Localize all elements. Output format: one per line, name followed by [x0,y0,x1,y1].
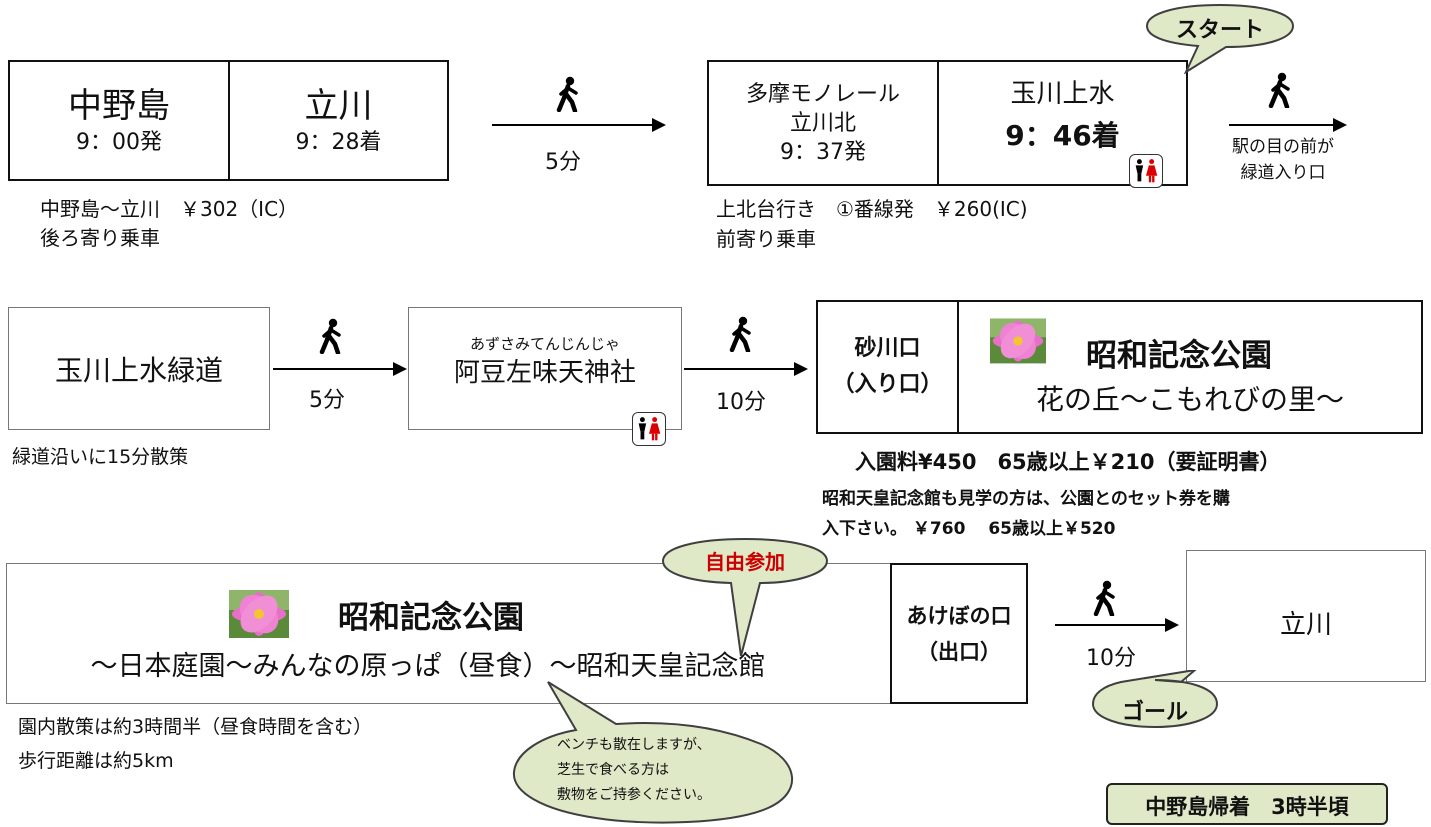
free-participation-label: 自由参加 [705,550,785,574]
greenway-note: 緑道沿いに15分散策 [12,446,189,468]
arrival-time: 9：46着 [1005,119,1120,152]
walking-person-icon [316,318,346,354]
set-ticket-note: 昭和天皇記念館も見学の方は、公園とのセット券を購 入下さい。 ￥760 65歳以… [822,484,1230,544]
line-name: 多摩モノレール [745,81,900,107]
return-time-box [1106,783,1388,825]
station-cell-tachikawa: 立川 9：28着 [230,62,447,179]
walk-distance-note: 歩行距離は約5km [18,750,174,772]
admission-fee: 入園料¥450 65歳以上￥210（要証明書） [855,450,1281,474]
gate-name: 砂川口 [854,336,921,361]
walk-duration: 10分 [1086,646,1136,671]
walk-duration: 5分 [545,150,581,175]
arrow-line [273,368,395,370]
akebono-exit-box [890,563,1028,704]
goal-label: ゴール [1121,700,1188,725]
exit-note: 駅の目の前が 緑道入り口 [1208,134,1358,186]
station-name: 立川 [304,85,373,126]
exit-note-line: 緑道入り口 [1240,163,1326,183]
shrine-box [408,307,682,430]
start-label: スタート [1175,18,1264,43]
greenway-cell: 玉川上水緑道 [8,307,270,430]
restroom-icon [1129,154,1163,188]
shrine-reading: あずさみてんじんじゃ [469,335,620,353]
arrow-head-icon [393,362,407,376]
shrine-name: 阿豆左味天神社 [453,358,636,388]
station-cell-tamagawa-josui: 玉川上水 9：46着 [939,62,1186,184]
park-entry-box [816,300,1423,434]
set-ticket-line: 入下さい。 ￥760 65歳以上￥520 [822,519,1116,539]
departure-time: 9：00発 [76,129,162,155]
cosmos-flower-icon [990,318,1046,364]
walk-duration: 10分 [716,390,766,415]
route-box-monorail [707,60,1188,186]
departure-time: 9：37発 [780,139,866,165]
sunagawa-gate-cell: 砂川口 （入り口） [818,302,957,432]
start-callout [1145,3,1295,74]
destination-name: 立川 [1279,610,1332,640]
shrine-cell: あずさみてんじんじゃ 阿豆左味天神社 [408,312,682,412]
free-participation-callout [661,537,829,657]
box-divider [228,60,230,181]
arrow-head-icon [794,362,808,376]
bench-callout [512,681,794,824]
arrow-head-icon [1333,118,1347,132]
walking-person-icon [726,316,756,352]
walking-person-icon [1265,72,1295,108]
gate-type: （入り口） [832,372,943,397]
bench-note: ベンチも散在しますが、 芝生で食べる方は 敷物をご持参ください。 [557,733,711,808]
bench-note-line: 敷物をご持参ください。 [557,787,711,803]
park-route: ～日本庭園～みんなの原っぱ（昼食）～昭和天皇記念館 [90,651,766,682]
restroom-icon [632,412,666,446]
exit-note-line: 駅の目の前が [1232,137,1334,157]
fare-note-1: 中野島～立川 ￥302（IC） [40,196,298,222]
arrow-line [492,124,654,126]
box-divider [937,60,939,186]
walk-time-note: 園内散策は約3時間半（昼食時間を含む） [18,716,373,738]
arrow-line [1229,124,1335,126]
station-name: 玉川上水 [1010,79,1115,109]
bench-note-line: ベンチも散在しますが、 [557,737,711,753]
arrival-time: 9：28着 [295,129,382,155]
walking-person-icon [553,76,583,112]
exit-type: （出口） [917,639,1001,664]
walking-person-icon [1090,580,1120,616]
park-name: 昭和記念公園 [338,600,524,636]
boarding-note-1: 後ろ寄り乗車 [40,226,160,250]
park-name: 昭和記念公園 [1086,338,1272,374]
goal-callout [1091,670,1219,729]
exit-name: あけぼの口 [906,603,1012,628]
station-name: 立川北 [789,110,856,136]
arrow-line [684,368,796,370]
walk-duration: 5分 [309,388,345,413]
return-time: 中野島帰着 3時半頃 [1145,795,1349,819]
arrow-head-icon [1165,618,1179,632]
bench-note-line: 芝生で食べる方は [557,762,669,778]
fare-note-2: 上北台行き ①番線発 ￥260(IC) [716,197,1028,221]
cosmos-flower-icon [229,590,289,638]
station-cell-nakanoshima: 中野島 9：00発 [10,62,228,179]
greenway-box [8,307,270,430]
arrow-head-icon [652,118,666,132]
fare-note-line: 中野島～立川 ￥302（IC） [40,197,299,221]
set-ticket-line: 昭和天皇記念館も見学の方は、公園とのセット券を購 [822,489,1230,509]
akebono-exit-cell: あけぼの口 （出口） [892,565,1026,702]
boarding-note-2: 前寄り乗車 [716,227,816,251]
box-divider [957,300,959,434]
station-cell-tachikawa-kita: 多摩モノレール 立川北 9：37発 [709,62,937,184]
station-name: 中野島 [68,85,170,126]
tachikawa-dest-box [1186,550,1426,682]
greenway-name: 玉川上水緑道 [54,353,223,387]
park-area: 花の丘～こもれびの里～ [1035,383,1344,416]
arrow-line [1055,624,1167,626]
